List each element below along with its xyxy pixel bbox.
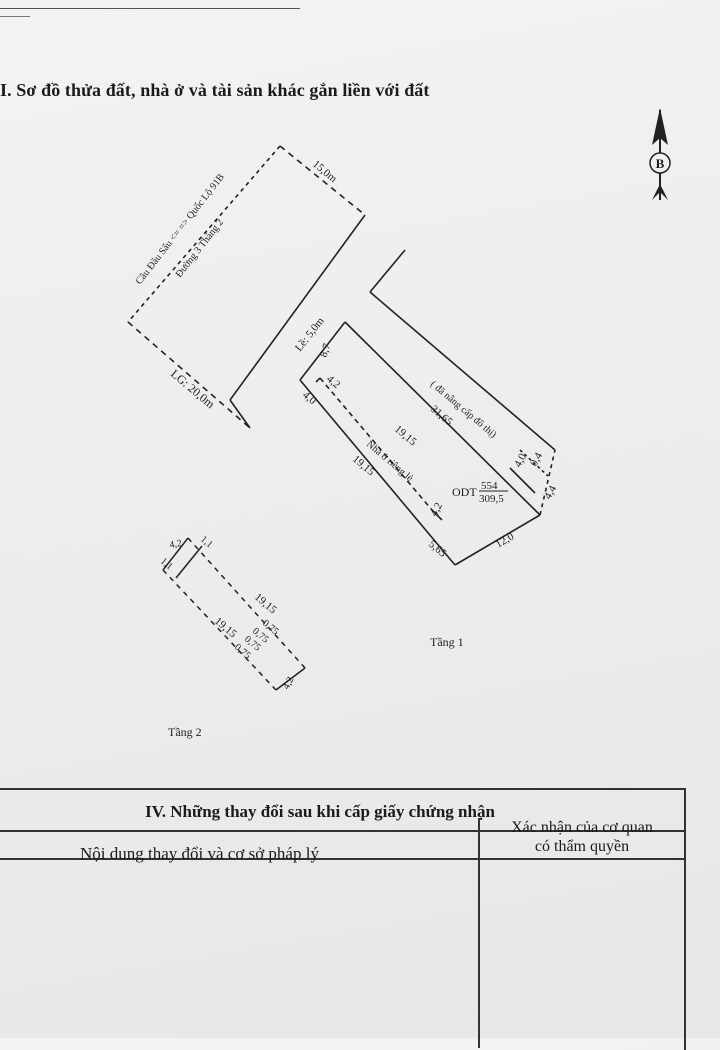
dim-lg: LG: 20,0m (168, 367, 218, 412)
dim-0-4: 0,4 (528, 450, 545, 468)
parcel-area: 309,5 (479, 493, 504, 505)
top-rule-short (0, 16, 30, 17)
dim-4-2-bottom: 4,2 (428, 501, 445, 519)
column-header-changes: Nội dung thay đổi và cơ sở pháp lý (80, 844, 319, 863)
table-rule-top (0, 830, 686, 832)
dim-31-65: 31,65 (428, 403, 455, 428)
parcel-outline (299, 291, 556, 566)
floor1-label: Tầng 1 (430, 635, 464, 649)
dim-19-15-b: 19,15 (350, 453, 377, 478)
f2-dim-4-2-bottom: 4,2 (281, 675, 297, 691)
table-column-divider (478, 818, 480, 1048)
changes-table: IV. Những thay đổi sau khi cấp giấy chứn… (0, 788, 690, 1050)
dim-4-0-left: 4,0 (300, 389, 319, 407)
floor2-label: Tầng 2 (168, 725, 202, 739)
dim-8-7: 8,7 (318, 342, 334, 359)
table-rule-header (0, 858, 686, 860)
parcel-code: ODT (452, 485, 477, 499)
table-border (0, 788, 686, 1050)
column-header-certification-line2: có thẩm quyền (534, 838, 630, 855)
house-label: Nhà ở riêng lẻ (364, 439, 415, 485)
top-rule (0, 8, 300, 9)
north-arrow-icon: B (649, 108, 671, 200)
north-label: B (656, 156, 665, 171)
dim-4-0-right: 4,0 (512, 451, 529, 469)
f2-dim-4-2-top: 4,2 (169, 538, 183, 551)
floor2-outline (162, 537, 306, 691)
column-header-certification: Xác nhận của cơ quan có thẩm quyền (482, 818, 682, 856)
dim-4-2-top: 4,2 (324, 373, 342, 391)
dim-19-15-a: 19,15 (392, 423, 419, 448)
parcel-number: 554 (481, 480, 498, 492)
table-title: IV. Những thay đổi sau khi cấp giấy chứn… (145, 802, 495, 821)
dim-5-65: 5,65 (426, 538, 449, 560)
parcel-code-label: ODT 554 309,5 (452, 480, 508, 505)
road-outline (127, 145, 406, 429)
land-plot-diagram: B Cầu Đầu Sấu <= => Quốc Lộ 91B (127, 108, 671, 739)
column-header-certification-line1: Xác nhận của cơ quan (511, 819, 653, 836)
dim-4-4: 4,4 (542, 483, 559, 501)
section-heading: I. Sơ đồ thửa đất, nhà ở và tài sản khác… (0, 80, 430, 100)
dim-12-0: 12,0 (494, 530, 517, 550)
